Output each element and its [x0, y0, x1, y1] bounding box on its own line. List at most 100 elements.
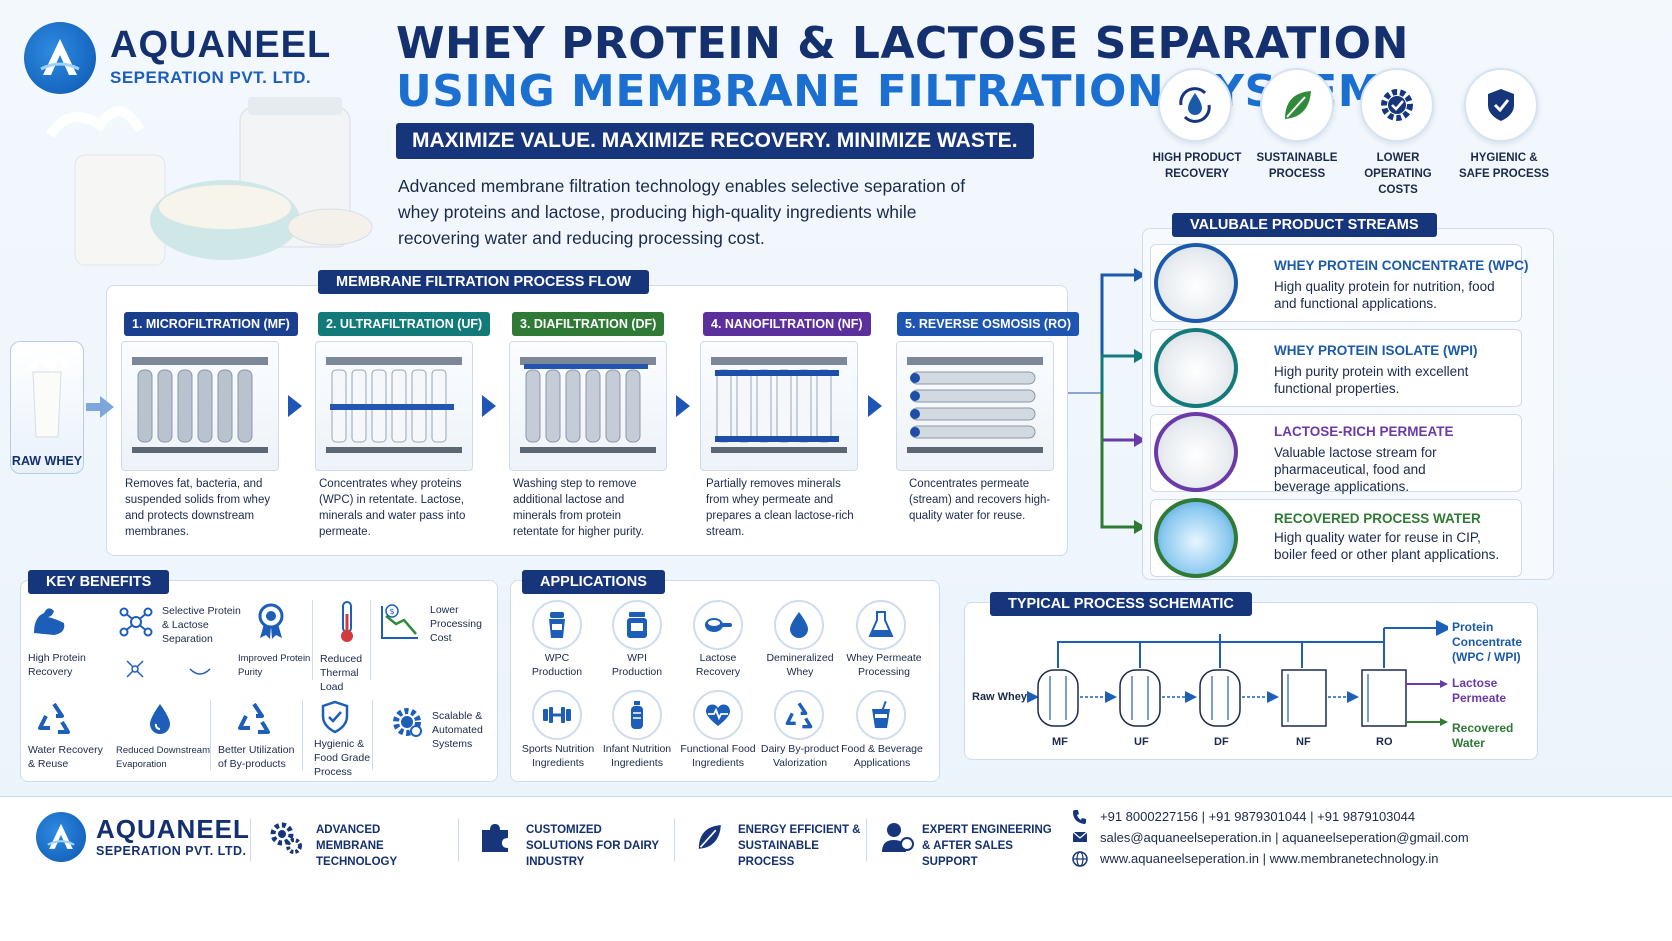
benefit-label: Hygienic & Food Grade Process — [314, 738, 371, 778]
globe-icon — [1072, 851, 1088, 872]
step-desc-uf: Concentrates whey proteins (WPC) in rete… — [319, 478, 466, 538]
benefit-label: Selective Protein & Lactose Separation — [162, 605, 241, 645]
stream-title: RECOVERED PROCESS WATER — [1274, 511, 1481, 526]
flow-arrow — [676, 395, 690, 417]
app-label: Demineralized Whey — [766, 652, 834, 678]
applications-title: APPLICATIONS — [522, 570, 665, 594]
step-desc-mf: Removes fat, bacteria, and suspended sol… — [125, 478, 271, 538]
flow-arrow — [868, 395, 882, 417]
benefit-divider — [312, 600, 313, 680]
benefit-divider — [302, 700, 303, 770]
jar-icon — [612, 600, 662, 650]
step-desc-df: Washing step to remove additional lactos… — [513, 478, 644, 538]
stream-title: WHEY PROTEIN CONCENTRATE (WPC) — [1274, 258, 1529, 273]
footer-email[interactable]: sales@aquaneelseperation.in | aquaneelse… — [1100, 830, 1469, 845]
wpc-powder-image — [1154, 243, 1238, 323]
flow-arrow — [86, 396, 114, 418]
highlight-item — [1260, 68, 1340, 142]
stream-desc: High purity protein with excellent funct… — [1274, 364, 1469, 396]
shaker-icon — [532, 600, 582, 650]
process-schematic — [1027, 620, 1448, 727]
uf-unit-image — [315, 341, 473, 471]
milk-glass-icon — [28, 355, 70, 438]
step-desc-nf: Partially removes minerals from whey per… — [706, 478, 854, 538]
stream-desc: Valuable lactose stream for pharmaceutic… — [1274, 445, 1437, 494]
highlight-item — [1464, 68, 1544, 142]
footer-website[interactable]: www.aquaneelseperation.in | www.membrane… — [1100, 851, 1439, 866]
cup-icon — [856, 690, 906, 740]
drop-icon — [774, 600, 824, 650]
page-title-line1: WHEY PROTEIN & LACTOSE SEPARATION — [396, 18, 1409, 69]
schematic-output-lactose: Lactose Permeate — [1452, 676, 1507, 705]
molecule-icon — [118, 604, 154, 645]
ro-unit-image — [896, 341, 1054, 471]
scoop-icon — [693, 600, 743, 650]
benefit-divider — [372, 700, 373, 770]
step-tag-nf: 4. NANOFILTRATION (NF) — [703, 312, 871, 336]
bottle-icon — [612, 690, 662, 740]
schematic-title: TYPICAL PROCESS SCHEMATIC — [990, 592, 1252, 616]
schematic-unit-df: DF — [1214, 736, 1229, 748]
hero-product-image — [30, 95, 390, 270]
step-tag-ro: 5. REVERSE OSMOSIS (RO) — [897, 312, 1080, 336]
step-desc-ro: Concentrates permeate (stream) and recov… — [909, 478, 1051, 522]
leaf-icon — [692, 820, 726, 859]
app-label: Food & Beverage Applications — [841, 743, 923, 769]
muscle-icon — [30, 603, 70, 644]
award-icon — [256, 602, 286, 645]
footer-feature-label: ADVANCED MEMBRANE TECHNOLOGY — [316, 824, 398, 868]
highlight-item — [1158, 68, 1238, 142]
stream-title: WHEY PROTEIN ISOLATE (WPI) — [1274, 343, 1478, 358]
logo-a-icon — [47, 823, 75, 849]
curve-divider-icon — [188, 666, 212, 684]
svg-text:$: $ — [390, 607, 395, 616]
footer-feature-label: EXPERT ENGINEERING & AFTER SALES SUPPORT — [922, 824, 1052, 868]
benefit-label: Reduced Downstream Evaporation — [116, 745, 210, 770]
footer-feature-label: ENERGY EFFICIENT & SUSTAINABLE PROCESS — [738, 824, 861, 868]
raw-whey-card — [10, 341, 84, 474]
dumbbell-icon — [532, 690, 582, 740]
stream-desc: High quality water for reuse in CIP, boi… — [1274, 530, 1500, 562]
footer-divider — [674, 818, 675, 862]
app-label: Infant Nutrition Ingredients — [602, 743, 672, 769]
footer-divider — [866, 818, 867, 862]
benefit-label: Better Utilization of By-products — [218, 744, 295, 770]
app-label: Whey Permeate Processing — [846, 652, 922, 678]
highlight-label: SUSTAINABLE PROCESS — [1256, 152, 1338, 180]
recycle-icon — [774, 690, 824, 740]
process-flow-title: MEMBRANE FILTRATION PROCESS FLOW — [318, 270, 650, 294]
df-unit-image — [509, 341, 667, 471]
schematic-output-water: Recovered Water — [1452, 721, 1514, 750]
app-label: Functional Food Ingredients — [680, 743, 756, 769]
leaf-icon — [1260, 68, 1334, 142]
benefit-label: High Protein Recovery — [28, 652, 86, 678]
gear-icon — [390, 705, 424, 744]
schematic-unit-nf: NF — [1296, 736, 1311, 748]
stream-connectors — [1068, 268, 1146, 534]
phone-icon — [1072, 809, 1088, 830]
schematic-unit-mf: MF — [1052, 736, 1068, 748]
brand-name: AQUANEEL — [110, 24, 332, 66]
step-tag-mf: 1. MICROFILTRATION (MF) — [124, 312, 298, 336]
footer-divider — [458, 818, 459, 862]
nf-unit-image — [700, 341, 858, 471]
raw-whey-label: RAW WHEY — [11, 454, 83, 468]
footer-bar — [0, 796, 1672, 941]
footer-brand-subtitle: SEPERATION PVT. LTD. — [96, 844, 247, 858]
flow-arrow — [288, 395, 302, 417]
email-icon — [1072, 830, 1088, 849]
wpi-powder-image — [1154, 328, 1238, 408]
intro-text: Advanced membrane filtration technology … — [398, 176, 966, 248]
app-label: Sports Nutrition Ingredients — [521, 743, 595, 769]
schematic-unit-uf: UF — [1134, 736, 1149, 748]
schematic-output-protein: Protein Concentrate (WPC / WPI) — [1452, 620, 1523, 664]
footer-phone[interactable]: +91 8000227156 | +91 9879301044 | +91 98… — [1100, 809, 1416, 824]
footer-logo — [36, 812, 86, 862]
molecule-icon — [124, 658, 146, 685]
benefit-label: Reduced Thermal Load — [320, 653, 363, 693]
lactose-powder-image — [1154, 412, 1238, 492]
brand-logo — [24, 22, 96, 94]
highlight-label: LOWER OPERATING COSTS — [1364, 152, 1432, 196]
flask-icon — [856, 600, 906, 650]
drop-icon — [148, 702, 172, 741]
